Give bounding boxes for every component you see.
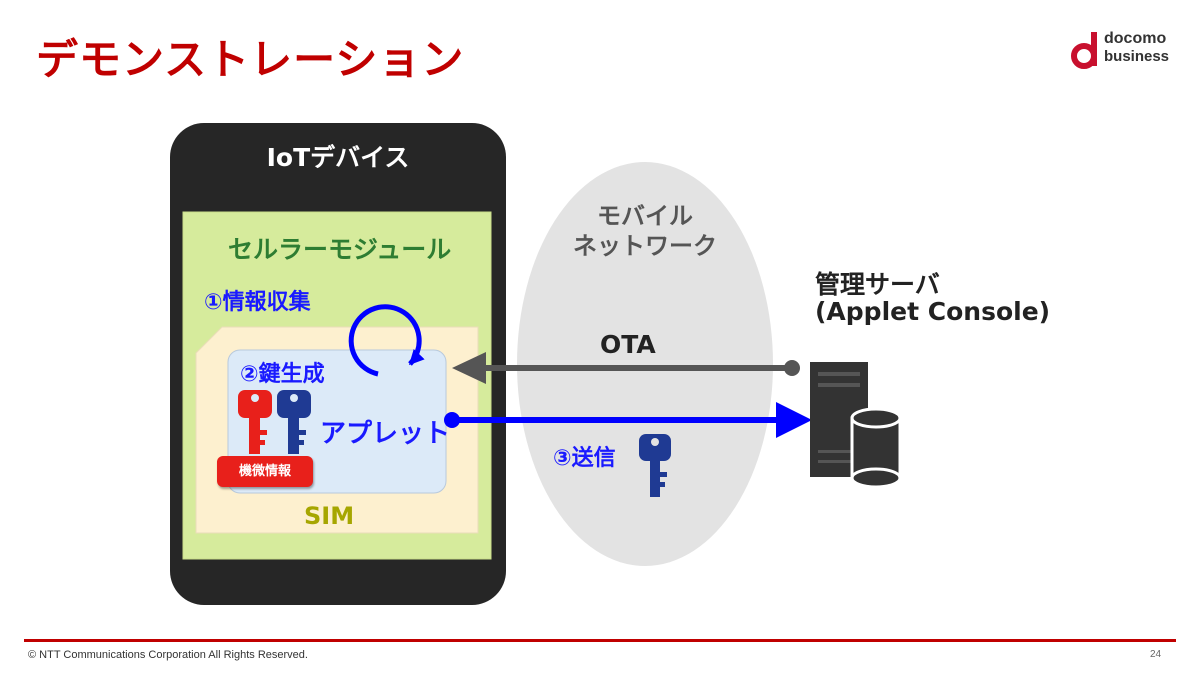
docomo-business-logo: docomo business [1070, 28, 1180, 72]
applet-label: アプレット [320, 419, 451, 449]
logo-text-business: business [1104, 48, 1170, 65]
sensitive-info-badge: 機微情報 [217, 456, 313, 487]
red-key-icon [238, 390, 272, 454]
iot-device-title: IoTデバイス [266, 143, 410, 172]
logo-text-docomo: docomo [1104, 30, 1167, 47]
slide-title: デモンストレーション [36, 35, 465, 84]
cellular-module-title: セルラーモジュール [228, 235, 452, 264]
step1-info-collection: ①情報収集 [204, 290, 311, 315]
mobile-network-ellipse [517, 162, 773, 566]
step2-key-generation: ②鍵生成 [240, 362, 325, 387]
ota-label: OTA [600, 330, 656, 359]
page-number: 24 [1150, 649, 1162, 660]
step3-send: ③送信 [553, 446, 616, 471]
navy-key-icon [277, 390, 311, 454]
server-title: 管理サーバ [815, 270, 940, 299]
sent-key-icon [639, 434, 671, 497]
footer-divider [24, 639, 1176, 642]
sim-label: SIM [304, 502, 355, 530]
ota-arrow [452, 352, 800, 384]
server-subtitle: (Applet Console) [815, 297, 1051, 326]
footer-copyright: © NTT Communications Corporation All Rig… [28, 649, 308, 661]
circular-arrow-icon [348, 304, 425, 377]
mobile-network-label-line2: ネットワーク [573, 232, 717, 260]
mobile-network-label-line1: モバイル [597, 202, 693, 230]
send-arrow [444, 402, 812, 438]
server-icon [810, 362, 902, 489]
docomo-d-icon [1071, 32, 1097, 69]
